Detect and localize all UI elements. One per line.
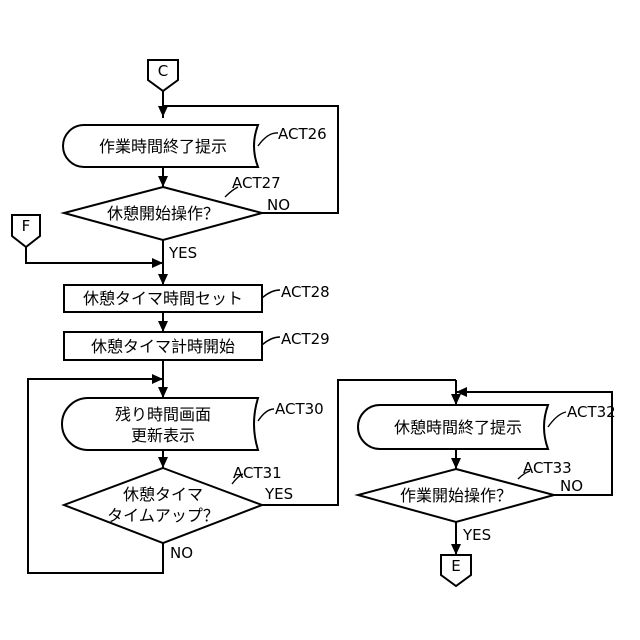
- act28-label: ACT28: [281, 283, 330, 301]
- act27-yes-label: YES: [168, 244, 197, 262]
- act31-no-label: NO: [170, 544, 193, 562]
- decision-act31-line1: 休憩タイマ: [123, 485, 203, 504]
- step-act26-text: 作業時間終了提示: [99, 137, 227, 156]
- step-act28-text: 休憩タイマ時間セット: [83, 289, 243, 308]
- act27-label: ACT27: [232, 174, 281, 192]
- step-act32-text: 休憩時間終了提示: [394, 418, 522, 437]
- act26-leader: [258, 133, 278, 146]
- decision-act27: 休憩開始操作？: [64, 187, 262, 240]
- act30-label: ACT30: [275, 400, 324, 418]
- step-act32: 休憩時間終了提示: [358, 405, 548, 449]
- step-act30-line2: 更新表示: [131, 426, 195, 445]
- decision-act33-text: 作業開始操作？: [400, 486, 512, 505]
- act28-leader: [262, 290, 280, 298]
- act29-label: ACT29: [281, 330, 330, 348]
- act33-no-label: NO: [560, 477, 583, 495]
- act27-no-label: NO: [267, 196, 290, 214]
- connector-c-label: C: [158, 62, 168, 80]
- act31-label: ACT31: [233, 464, 282, 482]
- f-merge-line: [26, 247, 163, 263]
- act29-leader: [262, 337, 280, 345]
- act33-label: ACT33: [523, 459, 572, 477]
- connector-f: F: [12, 215, 40, 247]
- act32-leader: [548, 412, 566, 427]
- connector-f-label: F: [22, 217, 31, 235]
- connector-e: E: [441, 555, 471, 586]
- step-act30-line1: 残り時間画面: [115, 405, 211, 424]
- step-act29-text: 休憩タイマ計時開始: [91, 337, 235, 356]
- act30-leader: [258, 409, 274, 421]
- connector-e-label: E: [451, 557, 460, 575]
- step-act26: 作業時間終了提示: [63, 125, 258, 167]
- step-act29: 休憩タイマ計時開始: [64, 332, 262, 360]
- act26-label: ACT26: [278, 125, 327, 143]
- step-act28: 休憩タイマ時間セット: [64, 285, 262, 312]
- step-act30: 残り時間画面 更新表示: [62, 398, 258, 450]
- decision-act27-text: 休憩開始操作？: [107, 204, 219, 223]
- decision-act31-line2: タイムアップ？: [107, 506, 219, 525]
- act33-yes-label: YES: [462, 526, 491, 544]
- act32-label: ACT32: [567, 403, 616, 421]
- connector-c: C: [148, 60, 178, 91]
- act31-yes-label: YES: [264, 485, 293, 503]
